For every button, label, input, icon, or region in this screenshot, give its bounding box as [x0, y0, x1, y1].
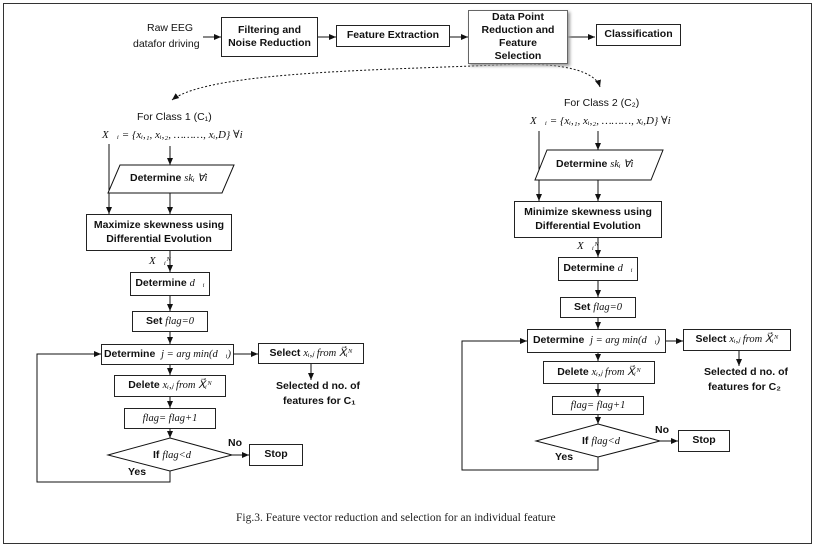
right-decision-diamond	[534, 423, 662, 458]
right-argmin-box: Determine j = arg min(d⃗ᵢ)	[527, 329, 666, 353]
raw-eeg-label-line2: datafor driving	[133, 38, 200, 50]
right-select-box: Select xᵢ,ⱼ from X⃗ᵢᴺ	[683, 329, 791, 351]
left-increment-box: flag= flag+1	[124, 408, 216, 429]
figure-caption: Fig.3. Feature vector reduction and sele…	[236, 512, 556, 524]
left-determine-d-box: Determine d⃗ᵢ	[130, 272, 210, 296]
left-decision-diamond	[106, 437, 234, 472]
feature-extraction-box: Feature Extraction	[336, 25, 450, 47]
right-determine-sk-label: Determine skᵢ ∀i	[556, 158, 634, 170]
left-determine-sk-label: Determine skᵢ ∀i	[130, 172, 208, 184]
left-decision-label: If flag<d	[153, 449, 192, 461]
left-select-box: Select xᵢ,ⱼ from X⃗ᵢᴺ	[258, 343, 364, 364]
left-yes-label: Yes	[128, 466, 147, 478]
right-decision-label: If flag<d	[582, 435, 621, 447]
right-determine-d-box: Determine d⃗ᵢ	[558, 257, 638, 281]
left-vector-definition: X⃗ᵢ = {xᵢ,₁, xᵢ,₂, ………, xᵢ,D} ∀i	[102, 129, 243, 141]
left-selected-label: Selected d no. of	[276, 380, 361, 392]
figure-frame	[3, 3, 812, 544]
right-set-flag-box: Set flag=0	[560, 297, 636, 318]
left-xn-label: X⃗ᵢᴺ	[149, 255, 172, 267]
left-argmin-box: Determine j = arg min(d⃗ᵢ)	[101, 344, 234, 365]
left-delete-box: Delete xᵢ,ⱼ from X⃗ᵢᴺ	[114, 375, 226, 397]
right-minimize-skewness-box: Minimize skewness using Differential Evo…	[514, 201, 662, 238]
right-class-label: For Class 2 (C₂)	[564, 97, 640, 109]
right-no-label: No	[655, 424, 669, 436]
right-delete-box: Delete xᵢ,ⱼ from X⃗ᵢᴺ	[543, 361, 655, 384]
filtering-box: Filtering and Noise Reduction	[221, 17, 318, 57]
right-yes-label: Yes	[555, 451, 574, 463]
left-set-flag-box: Set flag=0	[132, 311, 208, 332]
left-determine-sk-shape	[107, 164, 235, 194]
right-selected-label-line2: features for C₂	[708, 381, 781, 393]
right-selected-label: Selected d no. of	[704, 366, 789, 378]
right-vector-definition: X⃗ᵢ = {xᵢ,₁, xᵢ,₂, ………, xᵢ,D} ∀i	[530, 115, 671, 127]
right-stop-box: Stop	[678, 430, 730, 452]
left-no-label: No	[228, 437, 242, 449]
raw-eeg-label: Raw EEG	[147, 22, 194, 34]
right-determine-sk-shape	[534, 149, 664, 181]
right-increment-box: flag= flag+1	[552, 396, 644, 415]
classification-box: Classification	[596, 24, 681, 46]
data-point-reduction-box: Data Point Reduction and Feature Selecti…	[468, 10, 568, 64]
left-maximize-skewness-box: Maximize skewness using Differential Evo…	[86, 214, 232, 251]
left-stop-box: Stop	[249, 444, 303, 466]
left-selected-label-line2: features for C₁	[283, 395, 356, 407]
right-xn-label: X⃗ᵢᴺ	[577, 240, 600, 252]
left-class-label: For Class 1 (C₁)	[137, 111, 212, 123]
